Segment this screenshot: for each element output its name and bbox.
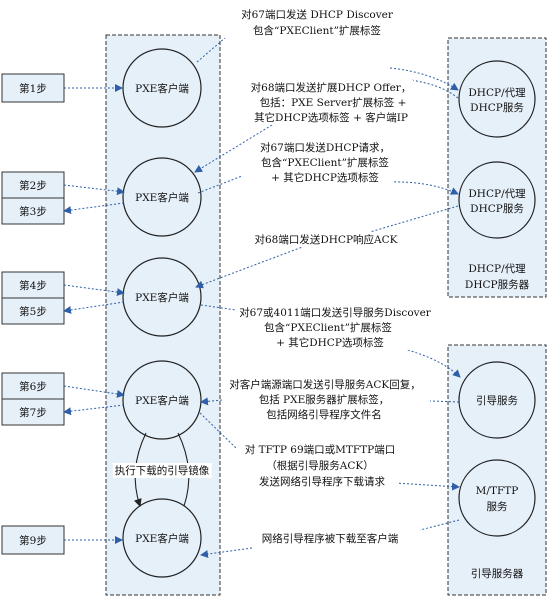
m5-line-1: 对67或4011端口发送引导服务Discover [239,306,432,319]
m1-line-2: 包含“PXEClient”扩展标签 [253,24,381,37]
message-backing [259,531,401,546]
m2-arrow-b [194,124,273,173]
client-panel [105,34,221,596]
message-7: 对 TFTP 69端口或MTFTP端口 （根据引导服务ACK） 发送网络引导程序… [242,442,398,489]
boot-service-node [458,361,536,439]
message-backing [257,140,393,185]
step-label-1: 第1步 [19,82,47,95]
m7-arrow-b [394,482,460,491]
m1-arrow-b [389,67,459,91]
m2-arrow-a [409,79,459,99]
message-backing [252,232,400,247]
m3-line-2: 包含“PXEClient”扩展标签 [261,156,389,169]
message-8: 执行下载的引导镜像 [112,463,212,478]
step-label-5: 第5步 [19,305,47,318]
m9-arrow-a [419,519,460,531]
dhcp-server-label-1: DHCP/代理 [468,263,526,275]
m3-line-3: + 其它DHCP选项标签 [271,171,379,184]
client-node-2 [122,157,202,237]
m1-line-1: 对67端口发送 DHCP Discover [241,8,394,21]
m9-arrow-b [200,547,253,559]
tftp-node-label-1: M/TFTP [476,485,519,497]
m6-line-1: 对客户端源端口发送引导服务ACK回复， [229,378,420,391]
dhcp-node-2-label-1: DHCP/代理 [468,188,526,200]
message-9: 网络引导程序被下载至客户端 [259,531,401,546]
message-3: 对67端口发送DHCP请求， 包含“PXEClient”扩展标签 + 其它DHC… [257,140,393,185]
step-label-6: 第6步 [19,380,47,393]
m4-arrow-b [195,245,306,289]
message-backing [239,7,396,38]
step-box-7 [1,398,65,426]
m6-arrow-b [200,397,223,406]
m7-line-2: （根据引导服务ACK） [266,459,373,472]
dhcp-server-panel [447,37,547,298]
m4-line-1: 对68端口发送DHCP响应ACK [255,233,398,246]
client-node-1-label: PXE客户端 [135,82,189,95]
step-box-1 [1,73,65,103]
dhcp-node-2 [458,161,536,239]
dhcp-server-label-2: DHCP服务器 [465,278,530,291]
step-label-2: 第2步 [19,179,47,192]
m6-line-2: 包括 PXE服务器扩展标签， [259,393,390,406]
message-6: 对客户端源端口发送引导服务ACK回复， 包括 PXE服务器扩展标签， 包括网络引… [227,377,423,422]
message-backing [112,463,212,478]
m7-line-1: 对 TFTP 69端口或MTFTP端口 [245,443,396,456]
client-node-3 [122,257,202,337]
m8-line-1: 执行下载的引导镜像 [115,464,210,477]
m5-arrow-a [200,304,237,311]
step-label-9: 第9步 [19,534,47,547]
m2-line-2: 包括：PXE Server扩展标签 + [260,96,407,109]
message-2: 对68端口发送扩展DHCP Offer， 包括：PXE Server扩展标签 +… [248,80,414,125]
client-node-3-label: PXE客户端 [135,291,189,304]
message-1: 对67端口发送 DHCP Discover 包含“PXEClient”扩展标签 [239,7,396,38]
m2-line-1: 对68端口发送扩展DHCP Offer， [251,81,412,94]
message-backing [237,305,434,350]
m2-line-3: 其它DHCP选项标签 + 客户端IP [254,111,408,124]
m5-line-3: + 其它DHCP选项标签 [276,336,384,349]
message-4: 对68端口发送DHCP响应ACK [252,232,400,247]
m9-line-1: 网络引导程序被下载至客户端 [262,532,399,545]
m5-arrow-b [399,347,461,378]
tftp-node-label-2: 服务 [487,500,508,513]
m4-arrow-a [369,205,459,233]
message-backing [227,377,423,422]
step-label-3: 第3步 [19,205,47,218]
client-node-5-label: PXE客户端 [135,532,189,545]
message-backing [242,442,398,489]
dhcp-node-1-label-2: DHCP服务 [470,101,524,114]
message-5: 对67或4011端口发送引导服务Discover 包含“PXEClient”扩展… [237,305,434,350]
message-backing [248,80,414,125]
m5-line-2: 包含“PXEClient”扩展标签 [264,321,392,334]
client-node-2-label: PXE客户端 [135,191,189,204]
m3-arrow-b [389,181,459,195]
boot-service-node-label: 引导服务 [476,394,518,407]
m6-line-3: 包括网络引导程序文件名 [266,408,382,421]
tftp-node [458,459,536,537]
dhcp-node-2-label-2: DHCP服务 [470,202,524,215]
step-label-7: 第7步 [19,406,47,419]
step-label-4: 第4步 [19,279,47,292]
boot-server-panel [447,344,547,596]
m7-line-3: 发送网络引导程序下载请求 [259,475,385,488]
m7-arrow-a [199,412,237,449]
dhcp-node-1-label-1: DHCP/代理 [468,87,526,99]
step-box-5 [1,297,65,325]
client-node-5 [122,498,202,578]
dhcp-node-1 [458,60,536,138]
step-box-9 [1,525,65,555]
client-node-1 [122,48,202,128]
m6-arrow-a [429,400,460,403]
m3-line-1: 对67端口发送DHCP请求， [260,141,390,154]
boot-server-label: 引导服务器 [471,567,524,580]
client-node-4-label: PXE客户端 [135,394,189,407]
